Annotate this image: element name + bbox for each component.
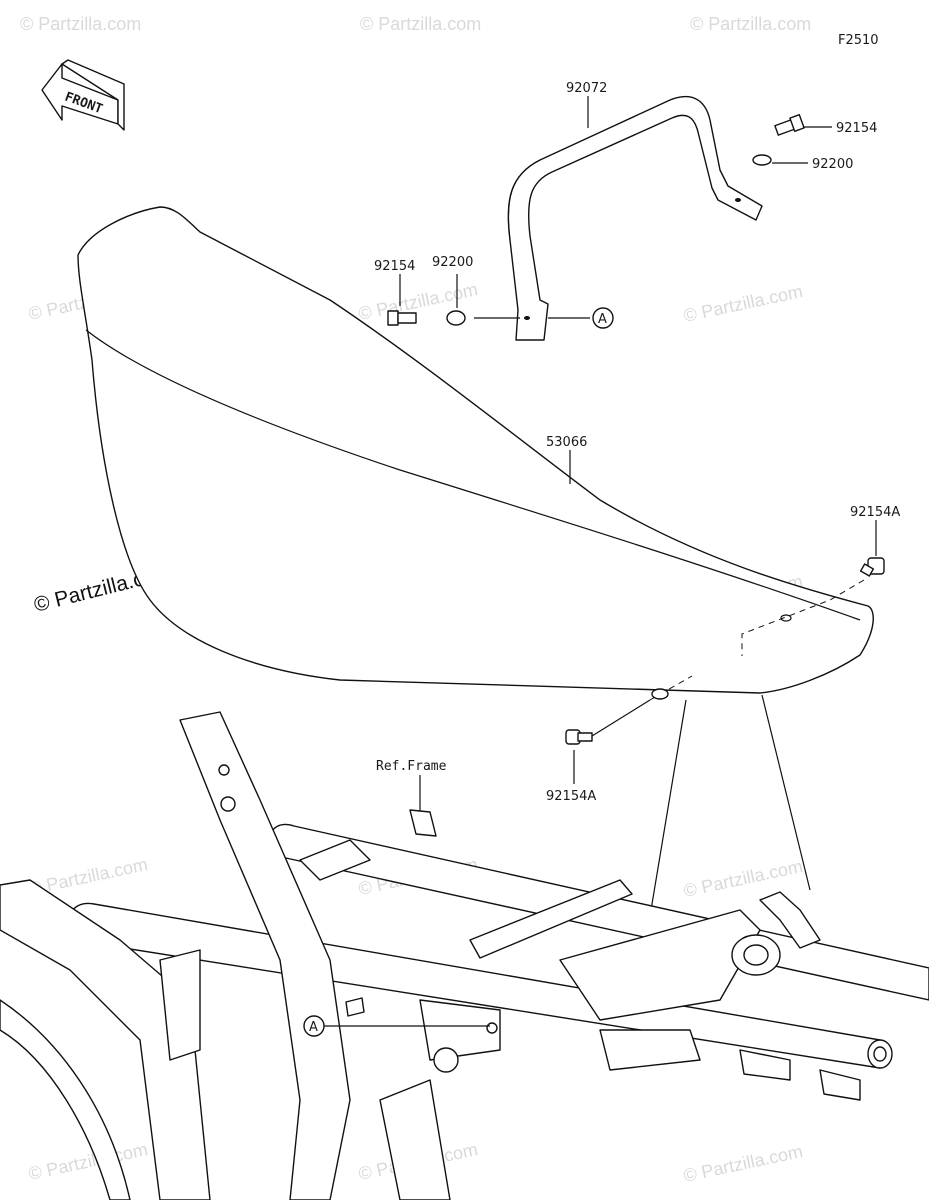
watermark: © Partzilla.com bbox=[690, 14, 811, 34]
bolt-icon bbox=[565, 729, 593, 745]
bolt-icon bbox=[774, 114, 805, 136]
callout-92154A-rear: 92154A bbox=[850, 505, 900, 520]
watermark: © Partzilla.com bbox=[682, 1141, 805, 1186]
watermark: © Partzilla.com bbox=[360, 14, 481, 34]
callout-92154-top: 92154 bbox=[836, 121, 877, 136]
ref-a-circle-icon bbox=[592, 307, 614, 329]
watermark: © Partzilla.com bbox=[20, 14, 141, 34]
watermark: © Partzilla.com bbox=[682, 281, 805, 326]
ref-a-top: A bbox=[598, 312, 607, 327]
washer-icon bbox=[752, 154, 772, 166]
washer-icon bbox=[446, 310, 466, 326]
callout-53066: 53066 bbox=[546, 435, 587, 450]
callout-92200-top: 92200 bbox=[812, 157, 853, 172]
motorcycle-frame bbox=[0, 711, 929, 1200]
seat-strap bbox=[507, 95, 763, 341]
seat-mount-tab bbox=[651, 688, 669, 700]
figure-id: F2510 bbox=[838, 33, 879, 48]
bolt-icon bbox=[387, 310, 417, 326]
ref-frame-label: Ref.Frame bbox=[376, 759, 447, 774]
watermark: © Partzilla.com bbox=[682, 856, 805, 901]
watermark: © Partzilla.com bbox=[27, 1139, 150, 1184]
bolt-icon bbox=[859, 557, 885, 577]
callout-92072: 92072 bbox=[566, 81, 607, 96]
callout-92154A-under: 92154A bbox=[546, 789, 596, 804]
seat bbox=[77, 206, 874, 694]
front-arrow-icon: FRONT bbox=[41, 59, 125, 131]
callout-92154-left: 92154 bbox=[374, 259, 415, 274]
callout-92200-left: 92200 bbox=[432, 255, 473, 270]
ref-a-bottom: A bbox=[309, 1020, 318, 1035]
